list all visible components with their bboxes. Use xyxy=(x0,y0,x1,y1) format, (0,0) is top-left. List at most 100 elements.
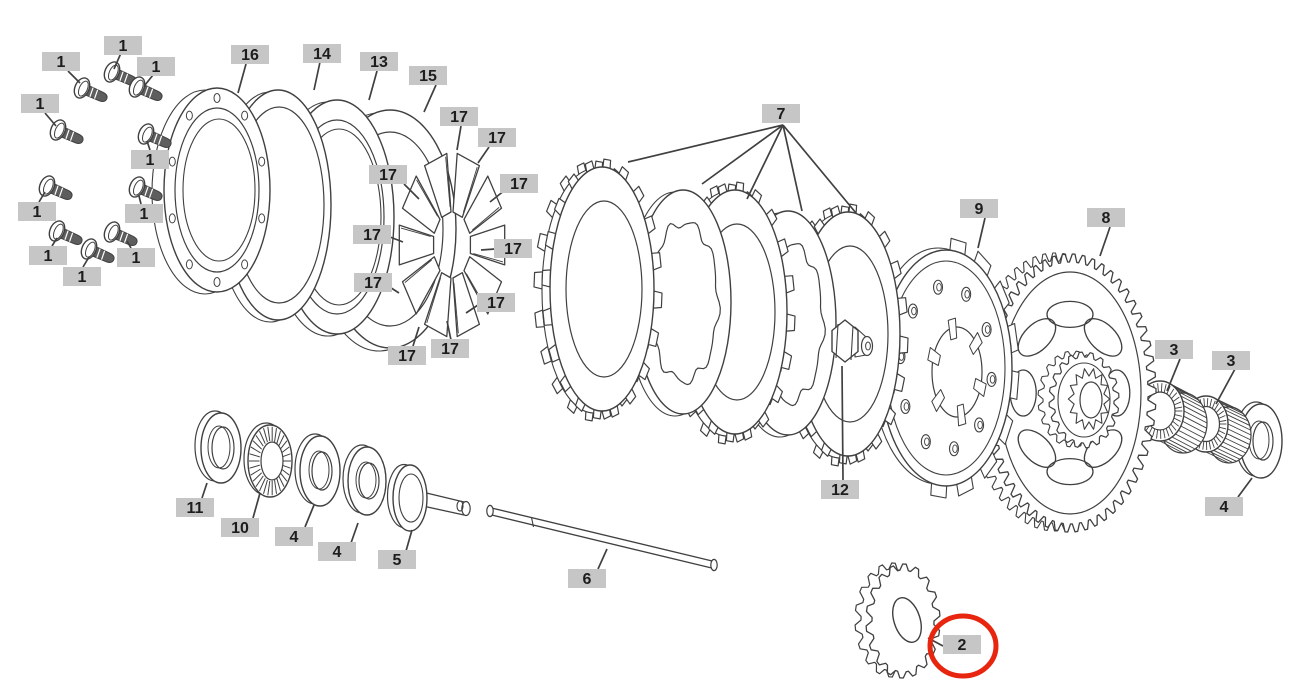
part-1-screws xyxy=(38,61,172,264)
part-label-2-37: 2 xyxy=(927,635,981,654)
label-box xyxy=(1205,497,1243,516)
label-box xyxy=(125,204,163,223)
part-label-3-28: 3 xyxy=(1212,351,1250,405)
part-label-14-11: 14 xyxy=(303,44,341,91)
label-number: 1 xyxy=(146,152,155,169)
part-label-17-17: 17 xyxy=(489,174,538,203)
part-label-1-1: 1 xyxy=(42,52,81,84)
label-box xyxy=(1212,351,1250,370)
label-number: 17 xyxy=(379,167,397,184)
screw-3 xyxy=(128,76,163,102)
label-box xyxy=(409,66,447,85)
part-label-13-12: 13 xyxy=(360,52,398,101)
label-number: 8 xyxy=(1102,210,1111,227)
label-number: 3 xyxy=(1170,342,1179,359)
label-box xyxy=(221,518,259,537)
label-number: 17 xyxy=(504,241,522,258)
label-box xyxy=(353,225,391,244)
label-number: 3 xyxy=(1227,353,1236,370)
label-number: 4 xyxy=(1220,499,1229,516)
label-number: 1 xyxy=(119,38,128,55)
part-label-17-20: 17 xyxy=(354,273,400,294)
part-label-17-21: 17 xyxy=(465,293,515,314)
label-box xyxy=(176,498,214,517)
label-number: 1 xyxy=(132,250,141,267)
label-box xyxy=(137,57,175,76)
label-box xyxy=(117,248,155,267)
label-box xyxy=(18,202,56,221)
label-number: 15 xyxy=(419,68,437,85)
label-box xyxy=(960,199,998,218)
label-number: 5 xyxy=(393,552,402,569)
label-number: 1 xyxy=(78,269,87,286)
part-17-spring-fan xyxy=(398,152,506,338)
part-4-washer-a xyxy=(294,433,341,507)
label-number: 17 xyxy=(510,176,528,193)
label-number: 1 xyxy=(57,54,66,71)
screw-4 xyxy=(49,119,84,145)
part-label-17-16: 17 xyxy=(477,128,516,164)
label-number: 7 xyxy=(777,106,786,123)
part-label-4-29: 4 xyxy=(1205,477,1253,516)
label-box xyxy=(388,346,426,365)
label-box xyxy=(568,569,606,588)
screw-6 xyxy=(38,175,73,201)
part-label-1-9: 1 xyxy=(117,240,155,267)
part-label-17-22: 17 xyxy=(388,326,426,365)
label-number: 2 xyxy=(958,637,967,654)
label-box xyxy=(63,267,101,286)
label-box xyxy=(360,52,398,71)
part-label-4-32: 4 xyxy=(275,504,315,546)
part-label-1-0: 1 xyxy=(104,36,142,70)
part-label-5-34: 5 xyxy=(378,529,416,569)
part-label-1-5: 1 xyxy=(18,191,56,221)
label-box xyxy=(1155,340,1193,359)
part-label-17-14: 17 xyxy=(369,165,420,200)
part-16-clutch-cover xyxy=(151,87,271,295)
part-label-10-31: 10 xyxy=(221,492,261,537)
part-label-1-3: 1 xyxy=(21,94,59,127)
part-label-11-30: 11 xyxy=(176,482,214,517)
part-label-12-36: 12 xyxy=(821,365,859,499)
part-4-washer-b xyxy=(342,444,387,516)
label-box xyxy=(378,550,416,569)
screw-9 xyxy=(80,238,115,264)
label-box xyxy=(21,94,59,113)
label-number: 12 xyxy=(831,482,849,499)
label-number: 16 xyxy=(241,47,259,64)
label-box xyxy=(943,635,981,654)
label-number: 1 xyxy=(44,248,53,265)
label-box xyxy=(275,527,313,546)
label-number: 6 xyxy=(583,571,592,588)
part-2-small-gear xyxy=(854,562,941,679)
label-box xyxy=(478,128,516,147)
label-box xyxy=(440,107,478,126)
part-label-17-23: 17 xyxy=(431,320,469,358)
part-7-friction-plate-1 xyxy=(533,158,663,422)
label-number: 17 xyxy=(487,295,505,312)
part-label-1-4: 1 xyxy=(131,140,169,169)
label-box xyxy=(369,165,407,184)
label-number: 1 xyxy=(33,204,42,221)
label-box xyxy=(477,293,515,312)
label-box xyxy=(42,52,80,71)
label-number: 4 xyxy=(333,544,342,561)
screw-7 xyxy=(128,176,163,202)
label-number: 17 xyxy=(364,275,382,292)
part-label-3-27: 3 xyxy=(1155,340,1193,392)
label-box xyxy=(303,44,341,63)
label-number: 13 xyxy=(370,54,388,71)
screw-1 xyxy=(73,77,108,103)
part-label-7-24: 7 xyxy=(627,104,857,214)
part-11-washer xyxy=(194,410,242,484)
label-number: 9 xyxy=(975,201,984,218)
part-5-pushrod-end xyxy=(386,463,471,532)
label-box xyxy=(104,36,142,55)
label-number: 11 xyxy=(187,500,204,517)
part-label-9-25: 9 xyxy=(960,199,998,249)
label-box xyxy=(29,246,67,265)
highlight-circle-part-2 xyxy=(927,613,999,679)
